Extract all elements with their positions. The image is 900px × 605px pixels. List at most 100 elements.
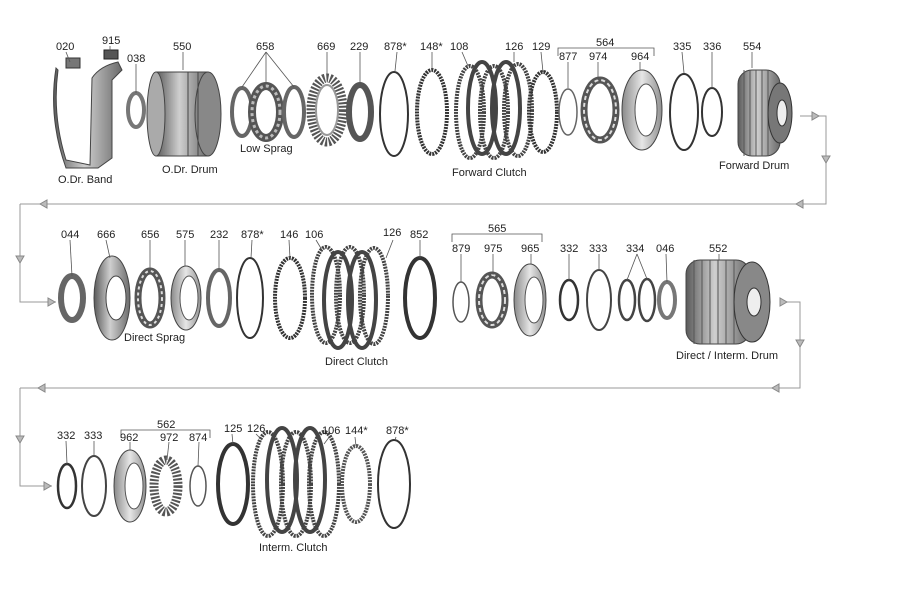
connector-row3-entry bbox=[19, 388, 52, 487]
label-562: 562 bbox=[157, 419, 175, 431]
plate-129-part bbox=[527, 70, 559, 154]
label-974: 974 bbox=[589, 51, 607, 63]
direct-sprag-race-666-part bbox=[93, 255, 131, 341]
arrow-down-icon bbox=[15, 435, 25, 445]
arrow-down-icon bbox=[15, 255, 25, 265]
ring-332-part bbox=[56, 462, 78, 510]
ring-333-part bbox=[81, 455, 107, 517]
label-658: 658 bbox=[256, 41, 274, 53]
ring-335-part bbox=[669, 73, 699, 151]
race-962-part bbox=[113, 449, 147, 523]
direct-sprag-656-part bbox=[134, 267, 166, 329]
ring-658b-part bbox=[282, 85, 306, 139]
connector-row2-entry bbox=[19, 204, 56, 303]
ring-336-part bbox=[701, 87, 723, 137]
label-550: 550 bbox=[173, 41, 191, 53]
race-575-part bbox=[170, 265, 202, 331]
ring-229-part bbox=[346, 82, 374, 142]
caption-od-band: O.Dr. Band bbox=[58, 174, 112, 186]
group-captions: O.Dr. Band O.Dr. Drum Low Sprag Forward … bbox=[58, 143, 789, 554]
label-332-row2: 332 bbox=[560, 243, 578, 255]
label-229: 229 bbox=[350, 41, 368, 53]
snap-ring-878-part bbox=[236, 257, 264, 339]
forward-drum-part bbox=[737, 69, 793, 157]
ring-332-part bbox=[558, 278, 580, 322]
label-964: 964 bbox=[631, 51, 649, 63]
label-877: 877 bbox=[559, 51, 577, 63]
caption-forward-clutch: Forward Clutch bbox=[452, 167, 527, 179]
label-335: 335 bbox=[673, 41, 691, 53]
arrow-left-icon bbox=[36, 383, 46, 393]
label-334: 334 bbox=[626, 243, 644, 255]
plate-852-part bbox=[403, 256, 437, 340]
ring-334b-part bbox=[637, 277, 657, 323]
label-972: 972 bbox=[160, 432, 178, 444]
label-874: 874 bbox=[189, 432, 207, 444]
label-020: 020 bbox=[56, 41, 74, 53]
connector-row1-row2 bbox=[800, 115, 827, 205]
ring-334a-part bbox=[617, 278, 637, 322]
arrow-right-icon bbox=[779, 297, 789, 307]
ring-038-part bbox=[126, 91, 146, 129]
interm-clutch-pack bbox=[251, 426, 341, 538]
arrow-down-icon bbox=[821, 155, 831, 165]
label-129: 129 bbox=[532, 41, 550, 53]
leader-lines-row1 bbox=[65, 46, 753, 93]
race-964-part bbox=[621, 69, 663, 151]
caption-direct-interm-drum: Direct / Interm. Drum bbox=[676, 350, 778, 362]
leader-lines-row2 bbox=[69, 233, 720, 283]
direct-interm-drum-part bbox=[685, 259, 771, 345]
leader-lines-row3 bbox=[65, 429, 397, 467]
arrow-down-icon bbox=[795, 339, 805, 349]
label-656: 656 bbox=[141, 229, 159, 241]
row-1-parts bbox=[53, 49, 793, 169]
ring-877-part bbox=[558, 88, 578, 136]
snap-ring-878-part bbox=[379, 71, 409, 157]
caption-direct-clutch: Direct Clutch bbox=[325, 356, 388, 368]
sprag-972-part bbox=[149, 455, 183, 517]
plate-125-part bbox=[216, 442, 250, 526]
label-666: 666 bbox=[97, 229, 115, 241]
label-126-row3: 126 bbox=[247, 423, 265, 435]
low-sprag-part bbox=[248, 82, 284, 142]
od-band-part bbox=[53, 49, 123, 169]
plate-146-part bbox=[273, 256, 307, 340]
caption-interm-clutch: Interm. Clutch bbox=[259, 542, 327, 554]
label-878-row1: 878* bbox=[384, 41, 407, 53]
plate-144-part bbox=[340, 444, 372, 524]
label-879: 879 bbox=[452, 243, 470, 255]
label-106-row2: 106 bbox=[305, 229, 323, 241]
caption-direct-sprag: Direct Sprag bbox=[124, 332, 185, 344]
arrow-right-icon bbox=[47, 297, 57, 307]
label-565: 565 bbox=[488, 223, 506, 235]
label-108: 108 bbox=[450, 41, 468, 53]
label-336: 336 bbox=[703, 41, 721, 53]
label-146: 146 bbox=[280, 229, 298, 241]
label-878-row3: 878* bbox=[386, 425, 409, 437]
row-3-parts bbox=[56, 426, 411, 538]
arrow-right-icon bbox=[811, 111, 821, 121]
label-975: 975 bbox=[484, 243, 502, 255]
plate-148-part bbox=[415, 68, 449, 156]
ring-333-part bbox=[586, 269, 612, 331]
label-148: 148* bbox=[420, 41, 443, 53]
label-038: 038 bbox=[127, 53, 145, 65]
label-669: 669 bbox=[317, 41, 335, 53]
label-125: 125 bbox=[224, 423, 242, 435]
roller-975-part bbox=[475, 271, 509, 329]
flow-arrows bbox=[15, 111, 831, 491]
label-965: 965 bbox=[521, 243, 539, 255]
label-852: 852 bbox=[410, 229, 428, 241]
label-962: 962 bbox=[120, 432, 138, 444]
label-552: 552 bbox=[709, 243, 727, 255]
arrow-left-icon bbox=[770, 383, 780, 393]
label-126-row1: 126 bbox=[505, 41, 523, 53]
label-046: 046 bbox=[656, 243, 674, 255]
snap-ring-878-part bbox=[377, 439, 411, 529]
forward-clutch-pack bbox=[454, 60, 534, 160]
caption-forward-drum: Forward Drum bbox=[719, 160, 789, 172]
label-106-row3: 106 bbox=[322, 425, 340, 437]
arrow-left-icon bbox=[38, 199, 48, 209]
